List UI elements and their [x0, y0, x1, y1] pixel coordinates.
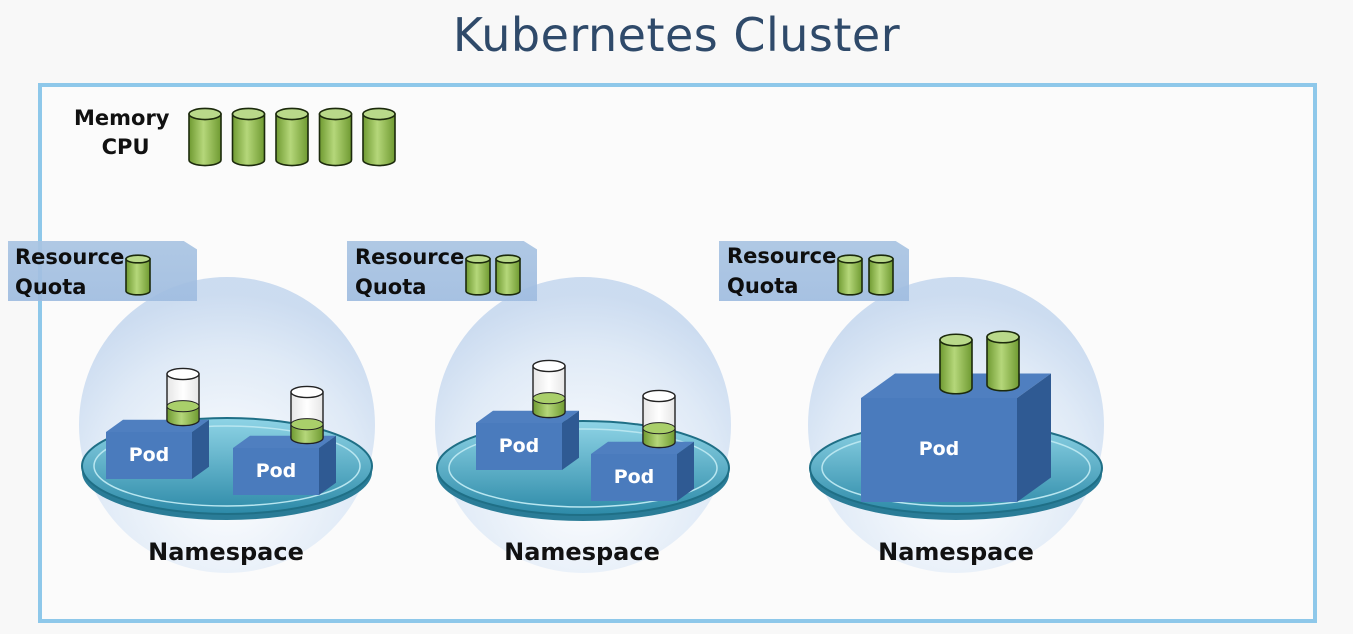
page-title: Kubernetes Cluster — [452, 8, 901, 62]
memory-label: Memory — [74, 106, 170, 130]
cluster-cylinder-5 — [362, 107, 396, 167]
cluster-cylinder-4 — [318, 107, 353, 167]
resource-quota-label-3: Resource Quota — [727, 244, 837, 298]
pod-label-3: Pod — [498, 435, 540, 457]
resource-quota-label-2: Resource Quota — [355, 245, 465, 299]
quota-cylinder-1-1 — [125, 254, 151, 296]
quota-cylinder-2-2 — [495, 254, 521, 296]
cluster-resource-cylinders — [188, 107, 396, 167]
pod-cylinder-5a — [939, 333, 973, 395]
pod-label-4: Pod — [613, 466, 655, 488]
pod-cylinder-3 — [532, 359, 566, 419]
pod-cylinder-4 — [642, 389, 676, 449]
quota-cylinders — [125, 254, 894, 296]
resource-quota-box-1 — [8, 241, 197, 301]
cluster-resources-label: Memory CPU — [74, 104, 170, 162]
quota-cylinder-3-1 — [837, 254, 863, 296]
quota-cylinder-3-2 — [868, 254, 894, 296]
cluster-cylinder-1 — [188, 107, 222, 167]
quota-cylinder-2-1 — [465, 254, 491, 296]
pod-label-5: Pod — [918, 438, 960, 460]
pod-cylinder-5b — [986, 330, 1020, 392]
resource-quota-label-1: Resource Quota — [15, 245, 125, 299]
namespace-label-2: Namespace — [504, 538, 660, 566]
pod-box-5 — [861, 373, 1051, 502]
namespace-label-1: Namespace — [148, 538, 304, 566]
pod-label-2: Pod — [255, 460, 297, 482]
pod-box-3 — [476, 410, 579, 470]
pods — [106, 330, 1051, 502]
cluster-cylinder-2 — [231, 107, 266, 167]
cluster-cylinder-3 — [275, 107, 309, 167]
pod-cylinder-1 — [166, 367, 200, 427]
pod-label-1: Pod — [128, 444, 170, 466]
cpu-label: CPU — [101, 135, 150, 159]
pod-cylinder-2 — [290, 385, 324, 445]
namespace-label-3: Namespace — [878, 538, 1034, 566]
